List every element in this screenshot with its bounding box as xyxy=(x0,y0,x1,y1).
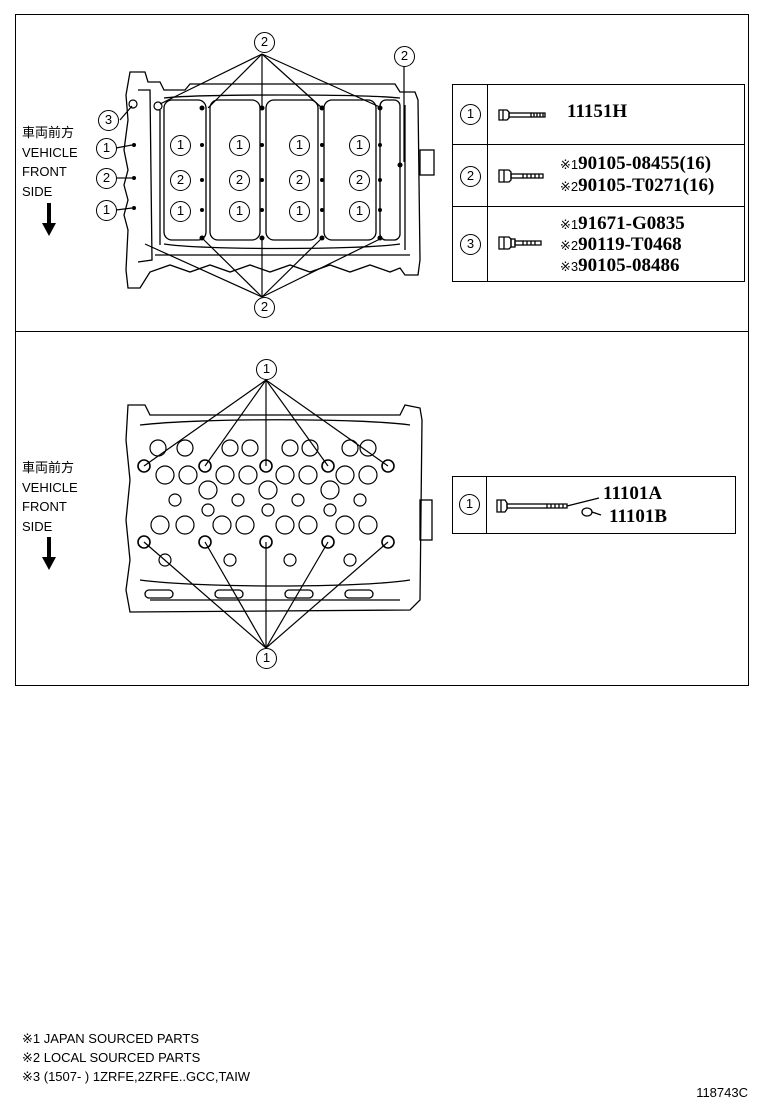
callout-2-col3: 2 xyxy=(289,170,310,191)
direction-line1: VEHICLE xyxy=(22,479,78,495)
callout-1-col2-a: 1 xyxy=(229,135,250,156)
callout-1-col3-b: 1 xyxy=(289,201,310,222)
part-number-japan: ※191671-G0835 xyxy=(560,213,685,234)
part-number-bolt: 11101A xyxy=(603,483,663,504)
arrow-down-icon xyxy=(42,537,56,570)
parts-row-3: 3 ※191671-G0835 ※290119-T0468 ※390105-08… xyxy=(453,206,744,282)
callout-1-col1-a: 1 xyxy=(170,135,191,156)
callout-1-col3-a: 1 xyxy=(289,135,310,156)
direction-jp: 車両前方 xyxy=(22,125,75,140)
cam-housing-drawing xyxy=(115,53,435,298)
part-number-local: ※290119-T0468 xyxy=(560,234,682,255)
bottom-parts-table: 1 11101A 11101B xyxy=(452,476,736,534)
callout-2-col1: 2 xyxy=(170,170,191,191)
direction-line3: SIDE xyxy=(22,183,53,199)
diagram-frame xyxy=(15,14,749,686)
callout-1-col1-b: 1 xyxy=(170,201,191,222)
head-bolt-washer-icon xyxy=(496,497,602,517)
direction-jp: 車両前方 xyxy=(22,460,75,475)
direction-line3: SIDE xyxy=(22,518,53,534)
row-number: 3 xyxy=(460,234,481,255)
callout-3-left: 3 xyxy=(98,110,119,131)
callout-2-bottom: 2 xyxy=(254,297,275,318)
callout-2-col4: 2 xyxy=(349,170,370,191)
note-local-sourced: ※2 LOCAL SOURCED PARTS xyxy=(22,1050,201,1065)
bolt-icon xyxy=(498,109,546,121)
row-number: 1 xyxy=(459,494,480,515)
diagram-code: 118743C xyxy=(696,1085,748,1100)
top-parts-table: 1 11151H 2 ※190105-08455(16) ※290105-T02 xyxy=(452,84,745,282)
callout-1-col4-b: 1 xyxy=(349,201,370,222)
part-number-japan: ※190105-08455(16) xyxy=(560,153,712,174)
arrow-down-icon xyxy=(42,203,56,236)
callout-1-left-a: 1 xyxy=(96,138,117,159)
parts-row-1: 1 11151H xyxy=(453,85,744,144)
cylinder-head-drawing xyxy=(125,379,433,649)
bolt-icon xyxy=(498,169,544,183)
callout-1-col2-b: 1 xyxy=(229,201,250,222)
panel-divider xyxy=(15,331,749,332)
part-number-gcc: ※390105-08486 xyxy=(560,255,680,276)
direction-line2: FRONT xyxy=(22,499,67,514)
flange-bolt-icon xyxy=(498,236,542,250)
front-direction-label-top: 車両前方 VEHICLE FRONT SIDE xyxy=(22,123,78,201)
row-number: 2 xyxy=(460,166,481,187)
callout-1-bottom: 1 xyxy=(256,648,277,669)
callout-2-top: 2 xyxy=(254,32,275,53)
callout-2-left: 2 xyxy=(96,168,117,189)
note-gcc-taiwan: ※3 (1507- ) 1ZRFE,2ZRFE..GCC,TAIW xyxy=(22,1069,251,1084)
callout-2-col2: 2 xyxy=(229,170,250,191)
part-number: 11151H xyxy=(567,101,628,122)
part-number-local: ※290105-T0271(16) xyxy=(560,175,715,196)
part-number-washer: 11101B xyxy=(609,506,668,527)
callout-1-left-b: 1 xyxy=(96,200,117,221)
callout-2-right: 2 xyxy=(394,46,415,67)
callout-1-top: 1 xyxy=(256,359,277,380)
direction-line2: FRONT xyxy=(22,164,67,179)
parts-row-1: 1 11101A 11101B xyxy=(453,477,735,533)
front-direction-label-bottom: 車両前方 VEHICLE FRONT SIDE xyxy=(22,458,78,536)
callout-1-col4-a: 1 xyxy=(349,135,370,156)
direction-line1: VEHICLE xyxy=(22,144,78,160)
note-japan-sourced: ※1 JAPAN SOURCED PARTS xyxy=(22,1031,200,1046)
row-number: 1 xyxy=(460,104,481,125)
parts-row-2: 2 ※190105-08455(16) ※290105-T0271(16) xyxy=(453,144,744,207)
